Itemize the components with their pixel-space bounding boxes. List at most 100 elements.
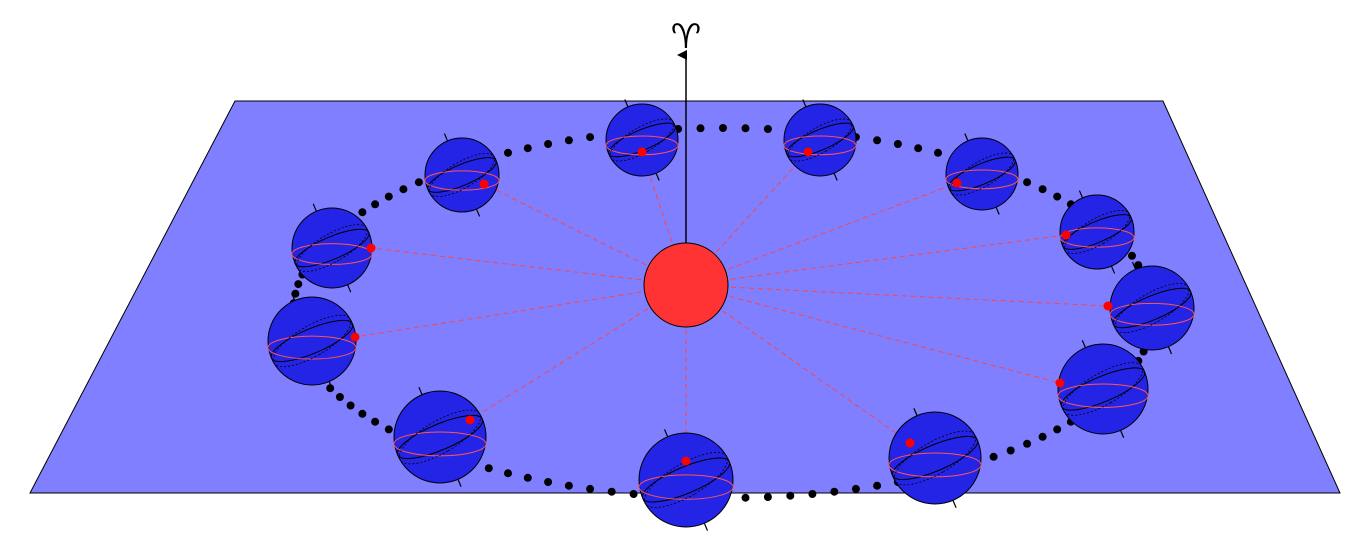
earth-ecliptic-ring	[783, 135, 857, 156]
earth-ecliptic-ring	[945, 169, 1019, 190]
earth-meridian	[609, 118, 675, 162]
orbit-dot	[358, 409, 367, 418]
earth-meridian	[272, 314, 352, 368]
orbit-dot	[504, 148, 512, 157]
earth-globe	[291, 207, 373, 289]
sun-ray	[354, 284, 687, 338]
orbit-dot	[629, 490, 638, 498]
earth	[1103, 261, 1195, 355]
earth-globe	[1057, 343, 1149, 435]
sun-ray	[685, 284, 1061, 384]
orbit-dot	[851, 484, 860, 493]
earth-equator	[608, 122, 676, 158]
orbit-dot	[326, 384, 335, 393]
earth	[291, 203, 376, 293]
earth-globe	[393, 390, 487, 484]
earth-equator	[1112, 287, 1192, 329]
subsolar-marker	[803, 147, 813, 157]
subsolar-marker	[1103, 301, 1113, 311]
orbit-dot	[873, 136, 882, 145]
orbit-dot	[358, 208, 367, 217]
orbit-dot	[346, 401, 355, 410]
earth-meridian	[1062, 362, 1144, 416]
orbit-dot	[1053, 192, 1062, 201]
orbit-dot	[544, 140, 553, 148]
earth-globe	[605, 103, 679, 177]
earth	[393, 387, 487, 487]
earth-ecliptic-ring	[638, 474, 734, 500]
sun-ray	[685, 182, 958, 286]
orbit-dot	[384, 192, 393, 201]
earth-ecliptic-ring	[267, 335, 357, 360]
earth-equator	[891, 435, 979, 481]
earth	[605, 99, 679, 181]
earth	[945, 133, 1019, 215]
earth-equator	[1060, 367, 1146, 411]
earth-meridian	[1114, 283, 1190, 333]
earth-equator	[396, 414, 484, 460]
orbit-dot	[523, 144, 532, 153]
earth-meridian	[787, 118, 853, 162]
subsolar-marker	[465, 415, 475, 425]
orbit-dot	[586, 133, 595, 142]
sun-ray	[469, 284, 687, 421]
earth-meridian	[949, 152, 1015, 196]
orbit-dot	[1134, 261, 1143, 270]
subsolar-marker	[905, 438, 915, 448]
orbit-dot	[830, 487, 839, 496]
earth	[267, 292, 360, 390]
earth-equator	[641, 457, 731, 503]
orbit-dot	[763, 125, 772, 133]
earth-ecliptic-ring	[424, 170, 500, 191]
orbit-dot	[564, 481, 573, 490]
orbit-dot	[786, 491, 795, 500]
aries-symbol: ♈	[671, 17, 701, 57]
subsolar-marker	[479, 179, 489, 189]
subsolar-marker	[1055, 378, 1065, 388]
orbit-dot	[544, 478, 553, 486]
sun-rays	[354, 151, 1109, 461]
sun	[643, 242, 729, 328]
earth	[888, 408, 982, 508]
earth-meridian	[296, 224, 368, 272]
subsolar-marker	[350, 332, 360, 342]
earth-meridian	[1063, 209, 1131, 255]
subsolar-marker	[366, 243, 376, 253]
earth-ecliptic-ring	[1109, 302, 1195, 326]
orbit-dot	[1023, 439, 1032, 448]
subsolar-marker	[1061, 230, 1071, 240]
orbit-dot	[741, 493, 750, 502]
orbit-dot	[414, 178, 423, 187]
orbit-dot	[934, 148, 942, 157]
earth-meridian	[398, 409, 482, 465]
orbit-dot	[741, 124, 750, 133]
earth-globe	[1109, 265, 1195, 351]
orbit-dot	[1053, 425, 1062, 434]
earth	[424, 133, 500, 217]
orbit-dot	[371, 417, 380, 426]
earth-globe	[424, 137, 500, 213]
subsolar-marker	[952, 178, 962, 188]
sun-ray	[685, 284, 1109, 307]
orbit-dot	[719, 124, 727, 132]
orbit-dot	[914, 144, 923, 153]
earth-meridian	[428, 152, 496, 198]
earth-equator	[948, 156, 1016, 192]
earth-ecliptic-ring	[1059, 227, 1135, 248]
orbit-dot	[696, 124, 705, 133]
earth-ecliptic-ring	[393, 431, 487, 457]
orbit-dot	[523, 473, 532, 482]
earth-equator	[1062, 214, 1132, 250]
orbit-dot	[808, 490, 817, 498]
orbit-dot	[484, 464, 493, 473]
earth	[1059, 190, 1135, 274]
earth-ecliptic-ring	[888, 452, 982, 478]
earth	[1055, 339, 1149, 439]
earth-positions	[267, 99, 1195, 531]
earth-globe	[945, 137, 1019, 211]
earth-ecliptic-ring	[1057, 383, 1149, 408]
earth-ecliptic-ring	[291, 243, 373, 265]
earth-globe	[267, 296, 357, 386]
orbit-dot	[763, 493, 772, 501]
